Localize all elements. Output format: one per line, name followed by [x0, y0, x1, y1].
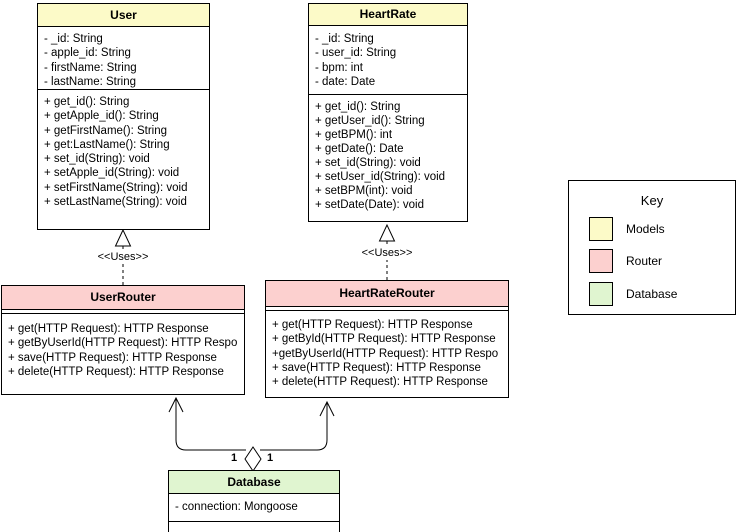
member-line: + getApple_id(): String: [44, 110, 159, 123]
class-methods-user: + get_id(): String + getApple_id(): Strin…: [38, 90, 209, 209]
class-title-heartrate: HeartRate: [309, 4, 467, 26]
member-line: + get:LastName(): String: [44, 138, 170, 151]
legend-swatch-database: [589, 282, 613, 306]
member-line: - firstName: String: [44, 61, 137, 74]
legend-swatch-router: [589, 249, 613, 273]
aggregation-line-right: [260, 402, 328, 451]
member-line: + getBPM(): int: [315, 129, 393, 141]
class-title-database: Database: [169, 471, 339, 494]
member-line: - _id: String: [315, 33, 374, 45]
multiplicity-right: 1: [267, 452, 274, 464]
member-line: + getDate(): Date: [315, 143, 404, 155]
class-attributes-heartrate: - _id: String - user_id: String- bpm: int…: [309, 26, 467, 95]
generalization-triangle-icon: [114, 228, 132, 247]
class-attributes-database: - connection: Mongoose: [169, 494, 339, 522]
open-arrowhead-icon: [168, 396, 184, 413]
aggregation-line-left: [175, 398, 246, 451]
class-attributes-heartraterouter: [266, 307, 508, 311]
member-line: + setFirstName(String): void: [44, 181, 188, 194]
member-line: - user_id: String: [315, 47, 397, 60]
class-methods-database: [169, 522, 339, 527]
member-line: + save(HTTP Request): HTTP Response: [8, 351, 217, 364]
class-title-userrouter: UserRouter: [2, 286, 244, 310]
member-line: + set_id(String): void: [315, 157, 421, 169]
class-title-heartraterouter: HeartRateRouter: [266, 281, 508, 307]
member-line: + setLastName(String): void: [44, 196, 187, 209]
legend-label-database: Database: [626, 287, 678, 301]
member-line: + setDate(Date): void: [315, 199, 424, 211]
member-line: + getByUserId(HTTP Request): HTTP Respo: [8, 337, 238, 350]
open-arrowhead-icon: [319, 400, 335, 417]
class-methods-userrouter: + get(HTTP Request): HTTP Response + getB…: [2, 314, 244, 379]
legend: Key Models Router Database: [568, 180, 736, 315]
multiplicity-left: 1: [231, 452, 238, 464]
member-line: + save(HTTP Request): HTTP Response: [272, 361, 481, 374]
member-line: + get_id(): String: [44, 96, 130, 108]
member-line: + get(HTTP Request): HTTP Response: [8, 323, 209, 335]
class-methods-heartraterouter: + get(HTTP Request): HTTP Response + getB…: [266, 311, 508, 389]
member-line: - date: Date: [315, 75, 376, 88]
member-line: - _id: String: [44, 33, 103, 45]
member-line: + setApple_id(String): void: [44, 167, 180, 180]
class-box-user: User - _id: String - apple_id: String- fi…: [37, 3, 210, 230]
class-title-user: User: [38, 4, 209, 27]
member-line: - bpm: int: [315, 61, 363, 74]
aggregation-diamond-icon: [244, 446, 262, 472]
uses-label-left: <<Uses>>: [92, 251, 154, 264]
legend-swatch-models: [589, 217, 613, 241]
class-box-userrouter: UserRouter + get(HTTP Request): HTTP Res…: [1, 285, 245, 395]
member-line: + delete(HTTP Request): HTTP Response: [272, 376, 488, 389]
member-line: - lastName: String: [44, 75, 137, 88]
class-attributes-user: - _id: String - apple_id: String- firstNa…: [38, 27, 209, 90]
member-line: + set_id(String): void: [44, 153, 150, 166]
member-line: - apple_id: String: [44, 47, 131, 60]
legend-label-models: Models: [626, 222, 665, 236]
member-line: + getFirstName(): String: [44, 124, 168, 137]
member-line: + get(HTTP Request): HTTP Response: [272, 319, 473, 331]
class-box-database: Database - connection: Mongoose: [168, 470, 340, 532]
member-line: - connection: Mongoose: [175, 501, 298, 513]
member-line: +getByUserId(HTTP Request): HTTP Respo: [272, 347, 499, 360]
member-line: + delete(HTTP Request): HTTP Response: [8, 365, 224, 378]
class-box-heartrate: HeartRate - _id: String - user_id: String…: [308, 3, 468, 222]
class-box-heartraterouter: HeartRateRouter + get(HTTP Request): HTT…: [265, 280, 509, 398]
uses-label-right: <<Uses>>: [356, 247, 418, 260]
member-line: + getById(HTTP Request): HTTP Response: [272, 333, 496, 346]
class-methods-heartrate: + get_id(): String + getUser_id(): String…: [309, 95, 467, 212]
legend-label-router: Router: [626, 254, 663, 268]
generalization-triangle-icon: [378, 223, 396, 242]
class-attributes-userrouter: [2, 310, 244, 314]
member-line: + setBPM(int): void: [315, 185, 413, 197]
member-line: + setUser_id(String): void: [315, 171, 446, 183]
legend-title: Key: [640, 193, 664, 208]
member-line: + getUser_id(): String: [315, 115, 425, 127]
member-line: + get_id(): String: [315, 101, 401, 113]
